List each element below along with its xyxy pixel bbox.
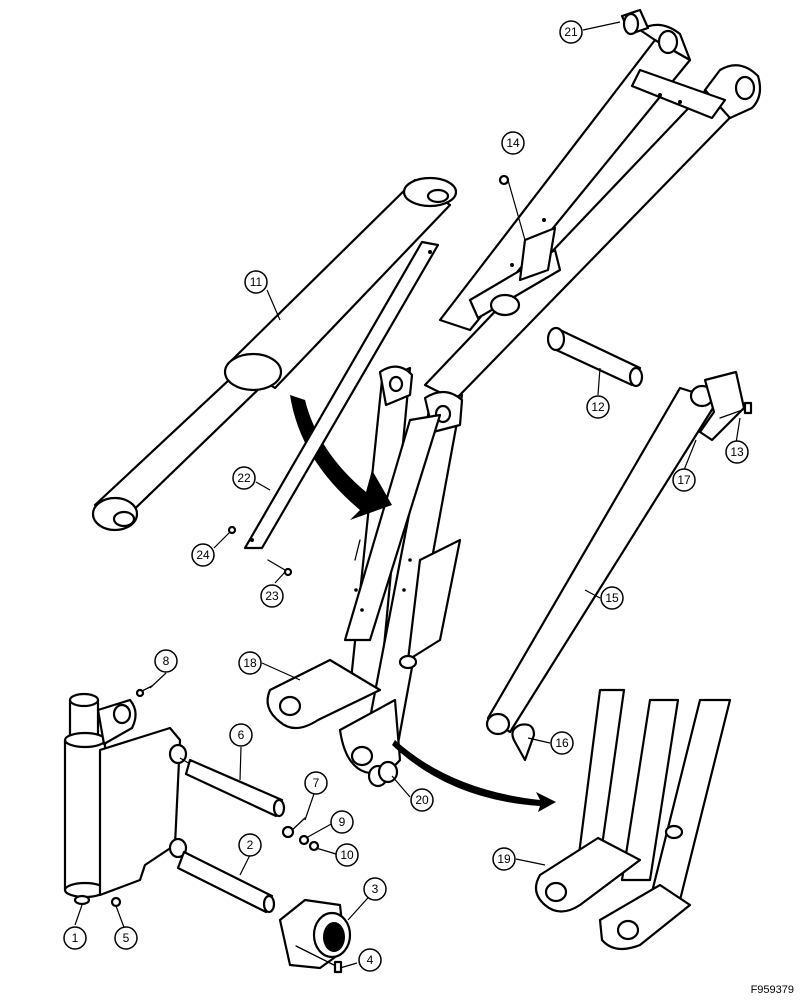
- callout-14: 14: [501, 131, 525, 155]
- svg-text:18: 18: [243, 656, 257, 670]
- svg-text:6: 6: [238, 728, 245, 742]
- pivot-post: [63, 692, 188, 906]
- callout-4: 4: [358, 948, 382, 972]
- callout-1: 1: [63, 926, 87, 950]
- svg-text:4: 4: [367, 953, 374, 967]
- callout-3: 3: [363, 877, 387, 901]
- callout-15: 15: [600, 586, 624, 610]
- svg-text:3: 3: [372, 882, 379, 896]
- callout-7: 7: [304, 771, 328, 795]
- nut-14: [498, 174, 510, 186]
- lynch-pin: [511, 723, 536, 762]
- callout-5: 5: [114, 926, 138, 950]
- svg-text:21: 21: [564, 25, 578, 39]
- svg-text:13: 13: [730, 445, 744, 459]
- inset-arrow: [392, 740, 556, 812]
- callout-20: 20: [410, 788, 434, 812]
- loader-frame: [266, 23, 762, 775]
- svg-text:22: 22: [237, 471, 251, 485]
- callout-18: 18: [238, 651, 262, 675]
- svg-text:23: 23: [265, 589, 279, 603]
- direction-arrow: [290, 395, 392, 520]
- svg-text:9: 9: [339, 815, 346, 829]
- callout-9: 9: [330, 810, 354, 834]
- callout-16: 16: [550, 731, 574, 755]
- callout-13: 13: [725, 440, 749, 464]
- svg-text:8: 8: [163, 654, 170, 668]
- svg-text:1: 1: [72, 931, 79, 945]
- pivot-pin-12: [546, 326, 644, 388]
- callout-24: 24: [191, 543, 215, 567]
- callout-22: 22: [232, 466, 256, 490]
- retainer-plate: [698, 370, 746, 442]
- svg-text:17: 17: [677, 473, 691, 487]
- svg-text:7: 7: [313, 776, 320, 790]
- stop-block: [278, 898, 352, 970]
- figure-code: F959379: [750, 984, 794, 996]
- svg-text:15: 15: [605, 591, 619, 605]
- callout-2: 2: [238, 833, 262, 857]
- link-bar: [485, 384, 720, 736]
- pin-6: [184, 758, 286, 818]
- hydraulic-cylinder: [91, 176, 458, 532]
- bushing-21: [620, 8, 650, 36]
- callout-21: 21: [559, 20, 583, 44]
- svg-text:2: 2: [247, 838, 254, 852]
- callout-17: 17: [672, 468, 696, 492]
- callout-11: 11: [244, 270, 268, 294]
- callout-8: 8: [154, 649, 178, 673]
- svg-text:10: 10: [340, 848, 354, 862]
- callout-6: 6: [229, 723, 253, 747]
- svg-text:11: 11: [250, 275, 263, 289]
- frame-inset: [534, 688, 732, 951]
- svg-text:14: 14: [506, 136, 520, 150]
- callout-19: 19: [492, 847, 516, 871]
- svg-text:16: 16: [555, 736, 569, 750]
- pin-2: [176, 850, 276, 914]
- svg-text:12: 12: [591, 400, 605, 414]
- svg-text:24: 24: [196, 548, 210, 562]
- wear-strip: [243, 240, 440, 550]
- callout-10: 10: [335, 843, 359, 867]
- svg-text:19: 19: [497, 852, 511, 866]
- svg-text:20: 20: [415, 793, 429, 807]
- svg-text:5: 5: [123, 931, 130, 945]
- callout-12: 12: [586, 395, 610, 419]
- callout-23: 23: [260, 584, 284, 608]
